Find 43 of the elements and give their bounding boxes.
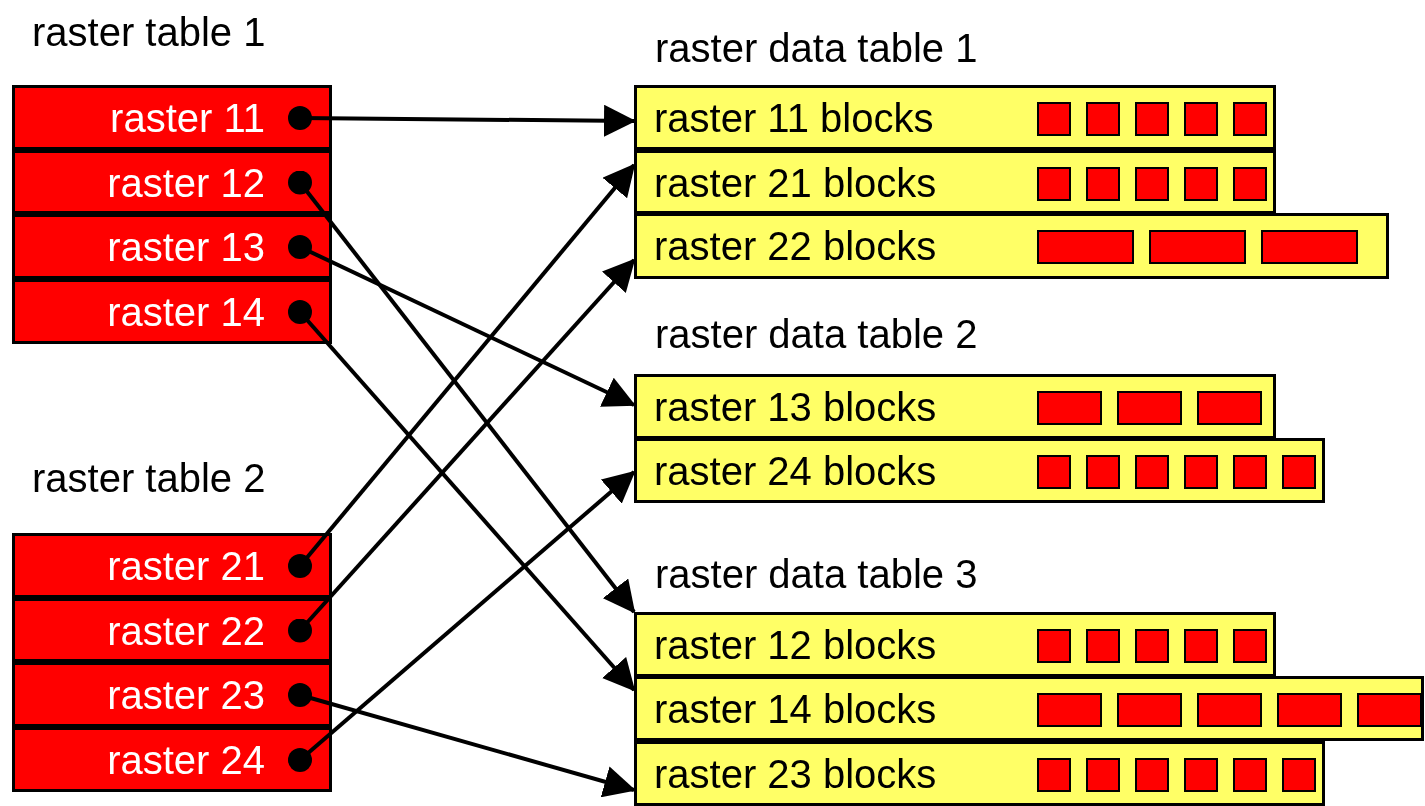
row-label: raster 23 [107,673,265,717]
row-label: raster 21 blocks [654,161,937,205]
row-label: raster 13 blocks [654,385,937,429]
raster-blocks-row [634,612,1276,677]
row-label: raster 11 blocks [654,96,934,140]
raster-row [12,214,332,279]
row-label: raster 24 [107,738,265,782]
row-label: raster 13 [107,225,265,269]
raster-blocks-row [634,741,1325,806]
row-label: raster 12 [107,161,265,205]
row-label: raster 23 blocks [654,752,937,796]
row-label: raster 11 [110,96,265,140]
row-label: raster 22 blocks [654,224,937,268]
raster-row [12,727,332,792]
raster-blocks-row [634,150,1276,214]
raster-blocks-row [634,438,1325,503]
raster-row [12,598,332,662]
pointer-arrow [288,235,636,407]
table-heading: raster data table 1 [655,26,978,70]
raster-row [12,533,332,598]
table-heading: raster data table 3 [655,552,978,596]
table-heading: raster table 2 [32,456,266,500]
raster-row [12,85,332,150]
pointer-arrow [288,300,636,692]
raster-row [12,279,332,344]
raster-blocks-row [634,374,1276,439]
pointer-arrow [288,470,636,772]
raster-blocks-row [634,85,1276,150]
pointer-arrow [288,683,636,798]
raster-blocks-row [634,213,1389,279]
pointer-arrow [288,104,636,137]
row-label: raster 14 [107,290,265,334]
row-label: raster 12 blocks [654,623,937,667]
row-label: raster 14 blocks [654,687,937,731]
row-label: raster 24 blocks [654,449,937,493]
raster-row [12,150,332,214]
raster-row [12,662,332,727]
pointer-arrow [288,258,636,643]
table-heading: raster data table 2 [655,312,978,356]
row-label: raster 21 [107,544,265,588]
row-label: raster 22 [107,609,265,653]
raster-blocks-row [634,676,1424,741]
table-heading: raster table 1 [32,10,266,54]
